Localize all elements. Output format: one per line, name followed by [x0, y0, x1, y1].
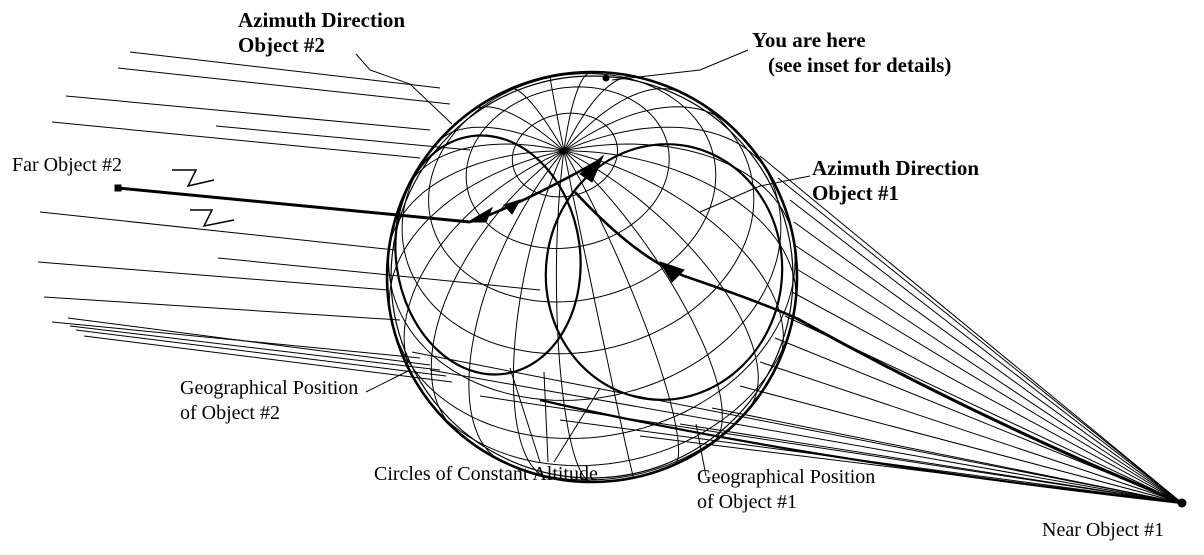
far-ray	[216, 126, 470, 150]
near-object-marker	[1178, 499, 1186, 507]
geographical-position-object-1-label: Geographical Position of Object #1	[697, 465, 875, 515]
azimuth-direction-object-1-label: Azimuth Direction Object #1	[812, 156, 979, 206]
far-ray	[76, 330, 446, 376]
you-are-here-label: You are here (see inset for details)	[752, 28, 951, 78]
parallel-rays-far-object	[38, 52, 540, 382]
meridian-line	[564, 72, 592, 151]
near-object-1-label: Near Object #1	[1042, 518, 1164, 543]
circles-of-constant-altitude-label: Circles of Constant Altitude	[374, 462, 598, 487]
observer-pole-marker	[603, 75, 609, 81]
azimuth-path-object-1	[575, 192, 796, 318]
far-object-ray-bold	[118, 188, 470, 222]
parallel-line	[393, 327, 570, 439]
parallel-line	[570, 235, 795, 438]
leader-circle-1	[510, 368, 540, 462]
far-object-2-label: Far Object #2	[12, 153, 122, 178]
arrowhead-gp1	[660, 262, 684, 282]
near-ray	[794, 222, 1182, 503]
parallel-line	[559, 93, 754, 354]
leader-circle-2	[544, 372, 548, 462]
meridian-line	[564, 89, 682, 151]
far-ray	[44, 297, 400, 320]
altitude-circle-object-2	[380, 123, 596, 386]
azimuth-direction-object-2-label: Azimuth Direction Object #2	[238, 8, 405, 58]
earth-globe	[387, 72, 797, 482]
leader-circle-3	[554, 388, 600, 462]
near-ray	[760, 156, 1182, 503]
far-object-marker	[115, 185, 121, 191]
meridian-line	[511, 89, 564, 151]
parallel-line	[389, 236, 564, 400]
far-ray	[66, 96, 430, 130]
object-markers	[115, 75, 1186, 507]
leader-gp-2	[366, 370, 410, 392]
leader-azimuth-2	[356, 54, 452, 124]
leader-azimuth-1	[700, 176, 810, 212]
far-ray	[70, 326, 440, 370]
meridian-line	[564, 151, 796, 303]
arrowhead-azimuth2	[504, 200, 520, 214]
arrowhead-gp2	[468, 208, 492, 222]
far-ray	[38, 262, 388, 290]
far-ray	[118, 68, 450, 104]
meridian-line	[431, 151, 564, 429]
far-ray	[68, 318, 430, 365]
meridian-line	[390, 151, 564, 245]
far-ray	[40, 212, 395, 250]
meridian-line	[404, 151, 564, 377]
parallel-line	[429, 401, 578, 465]
geographical-position-object-2-label: Geographical Position of Object #2	[180, 376, 358, 426]
